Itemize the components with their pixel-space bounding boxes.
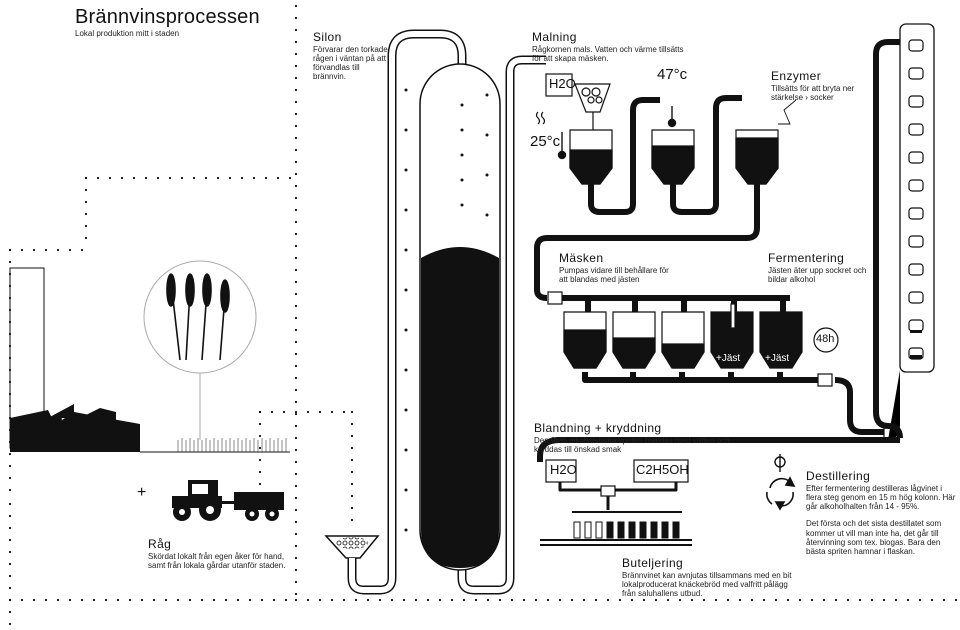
malning-text: Rågkornen mals. Vatten och värme tillsät… bbox=[532, 44, 684, 63]
blandning-text: Den 95% alkoholstarka spriten blandas me… bbox=[534, 435, 730, 454]
blandning-title: Blandning + kryddning bbox=[534, 421, 662, 435]
page-title-block: Brännvinsprocessen Lokal produktion mitt… bbox=[75, 6, 260, 38]
silon-title: Silon bbox=[313, 30, 342, 44]
jast-label-2: +Jäst bbox=[765, 353, 790, 364]
temp-low: 25°c bbox=[530, 133, 561, 150]
hopper bbox=[324, 535, 380, 559]
enzymer-text: Tillsätts för att bryta ner stärkelse › … bbox=[771, 83, 855, 102]
drip-valve bbox=[774, 454, 786, 472]
destillering-text: Efter fermentering destilleras lågvinet … bbox=[806, 483, 956, 512]
column-windows bbox=[908, 39, 924, 360]
top-pipes bbox=[534, 95, 760, 301]
grain-circle bbox=[143, 260, 257, 440]
silo-dots bbox=[404, 88, 489, 532]
buteljering-title: Buteljering bbox=[622, 556, 684, 570]
page-subtitle: Lokal produktion mitt i staden bbox=[75, 29, 180, 38]
buteljering-block: Buteljering Brännvinet kan avnjutas till… bbox=[622, 556, 802, 599]
bottle-icon bbox=[573, 521, 680, 539]
grinder bbox=[574, 83, 611, 132]
blend-boxes bbox=[545, 459, 689, 483]
enzymer-block: Enzymer Tillsätts för att bryta ner stär… bbox=[771, 69, 881, 102]
distillation-column bbox=[888, 23, 935, 440]
hours-badge bbox=[813, 327, 839, 353]
enzymer-title: Enzymer bbox=[771, 69, 822, 83]
factory-icon bbox=[9, 267, 140, 452]
page-title: Brännvinsprocessen bbox=[75, 6, 260, 28]
silo bbox=[419, 63, 501, 571]
ferment-manifold bbox=[560, 295, 890, 435]
ferment-tanks bbox=[563, 303, 803, 369]
column-levels bbox=[910, 330, 922, 359]
hours-label: 48h bbox=[816, 333, 835, 345]
malning-block: Malning Rågkornen mals. Vatten och värme… bbox=[532, 30, 692, 63]
malning-title: Malning bbox=[532, 30, 577, 44]
rag-text: Skördat lokalt från egen åker för hand, … bbox=[148, 551, 286, 570]
bottle-line bbox=[540, 511, 692, 546]
temp-high: 47°c bbox=[657, 66, 688, 83]
grain-icon bbox=[166, 273, 230, 361]
silon-text: Förvarar den torkade rågen i väntan på a… bbox=[313, 44, 388, 82]
water-label-blend: H2O bbox=[550, 462, 577, 477]
masken-block: Mäsken Pumpas vidare till behållare för … bbox=[559, 251, 679, 284]
fermentering-text: Jästen äter upp sockret och bildar alkoh… bbox=[768, 265, 867, 284]
thermometer-icon bbox=[557, 106, 677, 160]
buteljering-text: Brännvinet kan avnjutas tillsammans med … bbox=[622, 570, 792, 599]
rag-title: Råg bbox=[148, 537, 172, 551]
mash-tanks bbox=[569, 129, 779, 185]
pointer-lines bbox=[778, 99, 797, 125]
field bbox=[140, 438, 290, 453]
destillering-title: Destillering bbox=[806, 469, 871, 483]
fermentering-title: Fermentering bbox=[768, 251, 845, 265]
blandning-block: Blandning + kryddning Den 95% alkoholsta… bbox=[534, 421, 734, 454]
blend-valve bbox=[600, 485, 616, 497]
fermentering-block: Fermentering Jästen äter upp sockret och… bbox=[768, 251, 878, 284]
water-box-top bbox=[545, 73, 573, 97]
rag-block: Råg Skördat lokalt från egen åker för ha… bbox=[148, 537, 296, 570]
masken-title: Mäsken bbox=[559, 251, 604, 265]
silon-block: Silon Förvarar den torkade rågen i vänta… bbox=[313, 30, 393, 82]
water-label-top: H2O bbox=[549, 76, 576, 91]
plus-sign: + bbox=[137, 484, 147, 501]
destillering-text-2: Det första och det sista destillatet som… bbox=[806, 519, 942, 556]
tractor-icon bbox=[172, 480, 284, 521]
recycle-icon bbox=[766, 476, 796, 511]
ethanol-label: C2H5OH bbox=[636, 462, 689, 477]
destillering-block: Destillering Efter fermentering destille… bbox=[806, 469, 956, 556]
column-pipes bbox=[537, 39, 903, 462]
jast-label-1: +Jäst bbox=[716, 353, 741, 364]
dotted-borders bbox=[8, 4, 960, 630]
heat-icon bbox=[535, 111, 546, 125]
masken-text: Pumpas vidare till behållare för att bla… bbox=[559, 265, 669, 284]
blend-pipes bbox=[558, 482, 678, 510]
